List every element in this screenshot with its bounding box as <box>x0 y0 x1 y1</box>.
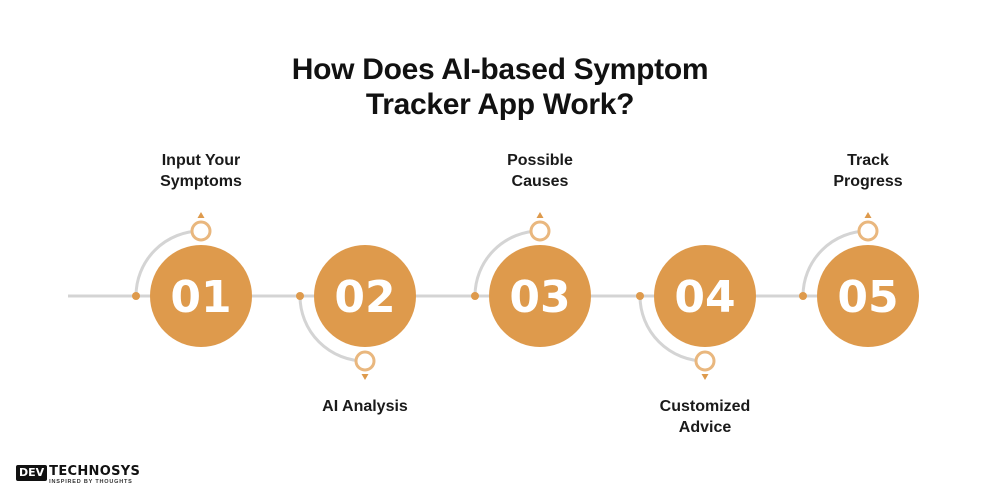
step-arc <box>638 295 706 363</box>
logo-name: TECHNOSYS <box>49 464 141 479</box>
step-circle <box>314 245 416 347</box>
step-circle <box>817 245 919 347</box>
logo-text: TECHNOSYS INSPIRED BY THOUGHTS <box>49 465 140 486</box>
step-number: 04 <box>674 272 735 323</box>
step-number: 05 <box>837 272 898 323</box>
step-label-line: Progress <box>833 173 903 190</box>
node-ring <box>694 350 716 372</box>
connector-dot <box>296 292 304 300</box>
logo-mark: DEV <box>16 465 48 481</box>
logo-tagline: INSPIRED BY THOUGHTS <box>49 479 133 485</box>
title-line-1: How Does AI-based Symptom <box>291 53 709 86</box>
step-arc <box>298 295 366 363</box>
pointer-down-icon <box>701 374 709 380</box>
connector-dot <box>132 292 140 300</box>
pointer-up-icon <box>197 212 205 218</box>
title-line-2: Tracker App Work? <box>365 88 635 121</box>
step-arc <box>801 229 869 297</box>
step-label-line: Causes <box>511 173 569 190</box>
step-arc <box>134 229 202 297</box>
step-circle <box>489 245 591 347</box>
node-ring <box>354 350 376 372</box>
node-ring <box>529 220 551 242</box>
connector-dot <box>799 292 807 300</box>
step-number: 01 <box>170 272 231 323</box>
step-label-line: Advice <box>678 419 732 436</box>
connector-dot <box>471 292 479 300</box>
step-arc <box>473 229 541 297</box>
step-label-line: AI Analysis <box>322 398 408 415</box>
company-logo: DEV TECHNOSYS INSPIRED BY THOUGHTS <box>16 465 140 489</box>
step-label: AI Analysis <box>285 396 445 417</box>
node-ring <box>857 220 879 242</box>
step-circle <box>654 245 756 347</box>
step-label-line: Customized <box>659 398 751 415</box>
step-label-line: Possible <box>507 152 573 169</box>
step-label-line: Input Your <box>161 152 241 169</box>
step-circle <box>150 245 252 347</box>
step-label-line: Track <box>847 152 889 169</box>
step-label-line: Symptoms <box>160 173 242 190</box>
connector-dot <box>636 292 644 300</box>
step-number: 03 <box>509 272 570 323</box>
pointer-up-icon <box>536 212 544 218</box>
page-title: How Does AI-based Symptom Tracker App Wo… <box>0 52 1000 122</box>
node-ring <box>190 220 212 242</box>
pointer-down-icon <box>361 374 369 380</box>
pointer-up-icon <box>864 212 872 218</box>
step-number: 02 <box>334 272 395 323</box>
